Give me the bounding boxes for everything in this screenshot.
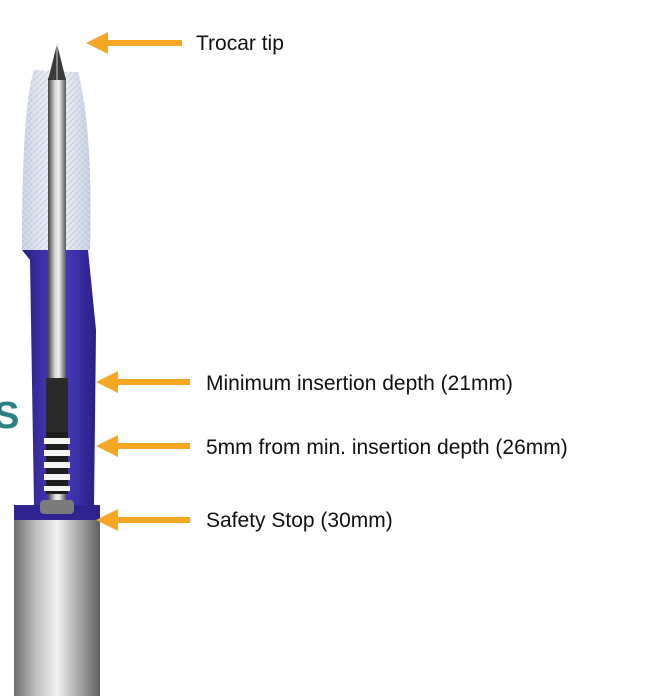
callout-safety-stop-label: Safety Stop (30mm) <box>206 509 393 532</box>
depth-stripes <box>44 432 70 494</box>
callout-min-depth-label: Minimum insertion depth (21mm) <box>206 372 513 395</box>
arrow-safety-stop <box>96 509 190 531</box>
min-depth-band <box>46 378 68 432</box>
arrow-5mm <box>96 435 190 457</box>
arrow-trocar-tip <box>86 32 182 54</box>
partial-logo-glyph: S <box>0 395 19 437</box>
safety-stop-collar <box>40 500 74 514</box>
outer-cannula <box>14 505 100 696</box>
callout-5mm-label: 5mm from min. insertion depth (26mm) <box>206 436 568 459</box>
callout-trocar-tip-label: Trocar tip <box>196 32 284 55</box>
arrow-min-depth <box>96 371 190 393</box>
